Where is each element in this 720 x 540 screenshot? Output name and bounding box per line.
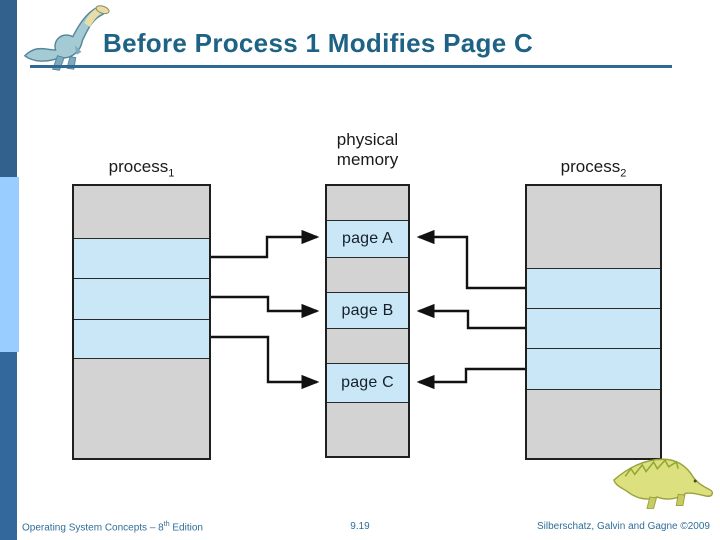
page-b-label: page B [341, 301, 394, 319]
process1-shared-page [74, 278, 209, 319]
dino-head [95, 5, 110, 15]
slide-title: Before Process 1 Modifies Page C [103, 28, 534, 58]
footer-page-number: 9.19 [350, 521, 370, 532]
process2-page-frame [527, 186, 660, 268]
process2-shared-page [527, 308, 660, 348]
dino-arm [74, 45, 82, 55]
process2-shared-page [527, 268, 660, 308]
physical-memory-column: page A page B page C [325, 184, 410, 458]
arrow-process1-to-page-b [211, 295, 320, 319]
sidebar-top-segment [0, 0, 17, 177]
dinosaur-icon [613, 458, 714, 509]
process1-page-frame [74, 358, 209, 458]
process2-column [525, 184, 662, 460]
process2-shared-page [527, 348, 660, 389]
process1-shared-page [74, 319, 209, 358]
arrow-process2-to-page-b [416, 303, 525, 330]
page-a-label: page A [341, 230, 394, 247]
process2-page-frame [527, 389, 660, 458]
process1-column [72, 184, 211, 460]
process1-page-frame [74, 186, 209, 238]
arrow-process1-to-page-a [211, 229, 320, 259]
memory-frame [327, 257, 408, 292]
memory-frame-page-a: page A [327, 220, 408, 257]
footer-book-title: Operating System Concepts – 8th Edition [22, 521, 203, 534]
title-underline [30, 65, 672, 68]
footer-authors: Silberschatz, Galvin and Gagne ©2009 [536, 521, 710, 532]
dino-leg [646, 496, 658, 509]
dino-leg [675, 493, 686, 507]
memory-frame [327, 402, 408, 456]
sidebar-middle-segment [0, 177, 19, 352]
memory-frame [327, 328, 408, 363]
memory-frame-page-c: page C [327, 363, 408, 402]
dino-body [613, 458, 714, 500]
physical-memory-label: physical memory [336, 130, 399, 169]
process1-label: process1 [108, 157, 175, 180]
arrow-process2-to-page-a [416, 229, 525, 290]
page-c-label: page C [341, 374, 394, 391]
sidebar-bottom-segment [0, 352, 17, 540]
memory-frame [327, 186, 408, 220]
process2-label: process2 [560, 157, 627, 180]
arrow-process2-to-page-c [416, 367, 525, 390]
arrow-process1-to-page-c [211, 335, 320, 390]
memory-frame-page-b: page B [327, 292, 408, 328]
dino-eye [693, 479, 697, 483]
dino-stripes [624, 458, 679, 477]
process1-shared-page [74, 238, 209, 278]
